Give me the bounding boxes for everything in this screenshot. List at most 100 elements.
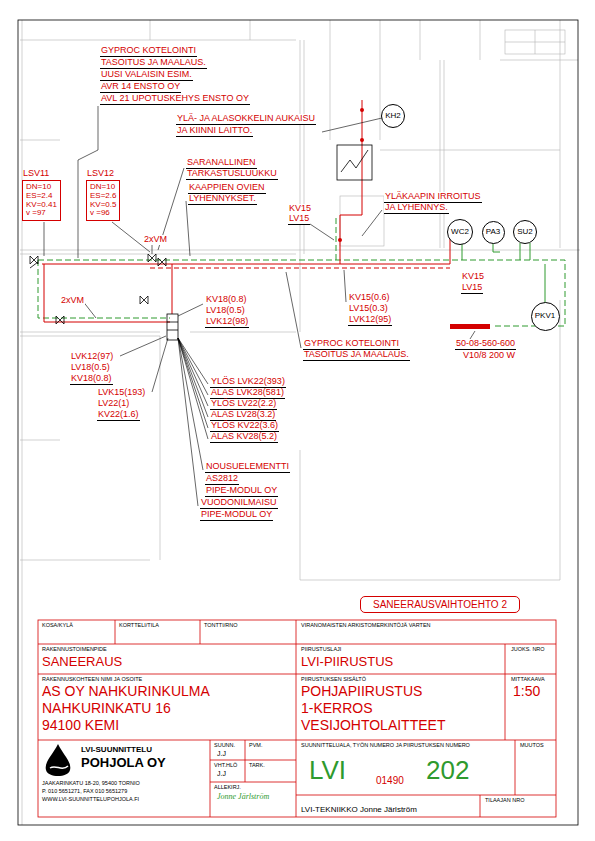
- callout-text: TARKASTUSLUUKKU: [186, 169, 278, 180]
- field-caption: VHT.HLÖ: [213, 762, 238, 768]
- fixture-circle: PKV1: [531, 302, 560, 331]
- heater-symbol: [337, 145, 372, 180]
- node-text: v =97: [26, 209, 57, 218]
- green-pipe: [38, 215, 565, 326]
- drawing-number: 202: [425, 756, 470, 785]
- callout-text: LVK12(98): [205, 317, 249, 328]
- sheet-frame: [18, 20, 578, 825]
- field-caption: SUUNN.: [213, 742, 236, 748]
- fixture-circle: WC2: [447, 219, 473, 245]
- callout-text: ALAS LV28(3.2): [210, 410, 276, 421]
- field-caption: TARK.: [248, 762, 266, 768]
- node-text: PKV1: [535, 312, 555, 321]
- node-text: PA3: [486, 228, 501, 237]
- field-caption: SUUNNITTELUALA, TYÖN NUMERO JA PIIRUSTUK…: [300, 742, 471, 748]
- callout-text: LV22(1): [97, 399, 130, 409]
- callout-text: GYPROC KOTELOINTI: [303, 339, 400, 350]
- callout-text: TASOITUS JA MAALAUS.: [100, 58, 207, 69]
- callout-text: LVK12(97): [70, 352, 114, 362]
- field-value: 1:50: [512, 684, 541, 699]
- node-text: DN=10: [90, 183, 116, 192]
- company-logo: [46, 744, 71, 776]
- field-caption: TONTTI/RNO: [203, 622, 239, 628]
- field-caption: KOSA/KYLÄ: [41, 622, 74, 628]
- company-address: JAAKARINKATU 18-20, 95400 TORNIO: [41, 780, 141, 786]
- callout-text: ALAS KV28(5.2): [210, 432, 278, 443]
- callout-text: PIPE-MODUL OY: [200, 510, 273, 521]
- signature: Jonne Järlström: [216, 793, 270, 802]
- architecture-background: [505, 30, 565, 54]
- title-block-grid: [38, 620, 556, 817]
- field-caption: PIIRUSTUSLAJI: [300, 646, 342, 652]
- field-value: J.J: [216, 750, 227, 758]
- field-value: J.J: [216, 770, 227, 778]
- callout-text: KAAPPIEN OVIEN: [188, 183, 266, 194]
- callout-text: KV18(0.8): [205, 295, 248, 305]
- field-caption: PVM.: [248, 742, 263, 748]
- leader-lines: [44, 106, 475, 506]
- callout-text: YLÄKAAPIN IRROITUS: [384, 192, 482, 203]
- callout-text: 50-08-560-600: [455, 339, 516, 350]
- node-text: KV=0.5: [90, 201, 116, 210]
- valve-symbols: [360, 108, 364, 112]
- callout-text: AS2812: [205, 474, 239, 485]
- valve-symbols: [30, 108, 364, 324]
- company-address: WWW.LVI-SUUNNITTELUPOHJOLA.FI: [41, 796, 140, 802]
- callout-text: KV15: [461, 272, 485, 282]
- field-caption: RAKENNUSKOHTEEN NIMI JA OSOITE: [41, 676, 143, 682]
- callout-text: LV15(0.3): [348, 304, 389, 314]
- callout-text: AVL 21 UPOTUSKEHYS ENSTO OY: [100, 94, 250, 105]
- pipe-lines: [38, 100, 565, 329]
- field-caption: RAKENNUSTOIMENPIDE: [41, 646, 108, 652]
- field-caption: KORTTELI/TILA: [118, 622, 160, 628]
- node-text: SANEERAUSVAIHTOEHTO 2: [373, 599, 507, 610]
- fixture-circle: PA3: [482, 221, 505, 244]
- valve-data-box: LSV11DN=10ES=2.4KV=0.41v =97: [22, 180, 61, 221]
- designer-name: LVI-TEKNIIKKO Jonne Järlström: [300, 806, 418, 815]
- red-dashed-pipe: [150, 268, 450, 269]
- callout-text: LV18(0.5): [70, 363, 111, 373]
- company-logo: [46, 744, 71, 776]
- field-value: LVI-PIIRUSTUS: [300, 655, 394, 669]
- valve-data-box: LSV12DN=10ES=2.6KV=0.5v =96: [86, 180, 120, 221]
- drawing-number: 01490: [375, 775, 405, 786]
- field-caption: MITTAKAAVA: [510, 676, 546, 682]
- valve-symbols: [338, 238, 342, 242]
- callout-text: LV15: [288, 214, 310, 225]
- architecture-background: [20, 20, 580, 825]
- callout-text: YLÖS KV22(3.6): [210, 421, 279, 432]
- callout-text: KV15(0.6): [348, 293, 391, 303]
- callout-text: LV15: [461, 283, 483, 294]
- field-caption: JUOKS. NRO: [510, 646, 546, 652]
- node-text: SU2: [517, 228, 533, 237]
- company-name: POHJOLA OY: [80, 756, 167, 770]
- field-value: 1-KERROS: [300, 701, 374, 716]
- field-value: POHJAPIIRUSTUS: [300, 684, 423, 699]
- valve-tag: LSV11: [23, 169, 49, 179]
- riser-element: [167, 314, 178, 340]
- red-pipe: [42, 100, 455, 322]
- callout-text: KV18(0.8): [70, 374, 113, 385]
- callout-text: KV22(1.6): [97, 410, 140, 421]
- field-caption: VIRANOMAISTEN ARKISTOMERKINTÖJÄ VARTEN: [300, 622, 432, 628]
- callout-text: AVR 14 ENSTO OY: [100, 82, 181, 93]
- callout-text: TASOITUS JA MAALAUS.: [303, 350, 410, 361]
- callout-text: YLÖS LVK22(393): [210, 377, 286, 388]
- node-text: KV=0.41: [26, 201, 57, 210]
- callout-text: LVK12(95): [348, 315, 392, 326]
- field-caption: ALLEKIRJ.: [213, 784, 242, 790]
- riser-element: [167, 314, 178, 340]
- riser-element: [167, 322, 178, 330]
- field-value: SANEERAUS: [41, 655, 123, 669]
- field-value: VESIJOHTOLAITTEET: [300, 718, 446, 733]
- valve-symbols: [30, 254, 166, 324]
- callout-text: KV15: [288, 204, 312, 214]
- fixture-circle: KH2: [381, 104, 405, 128]
- callout-text: YLÖS LV22(2.2): [210, 399, 277, 410]
- callout-text: NOUSUELEMENTTI: [205, 462, 290, 473]
- company-logo: [50, 766, 68, 768]
- callout-text: LVK15(193): [97, 388, 146, 398]
- heater-symbol: [337, 145, 372, 180]
